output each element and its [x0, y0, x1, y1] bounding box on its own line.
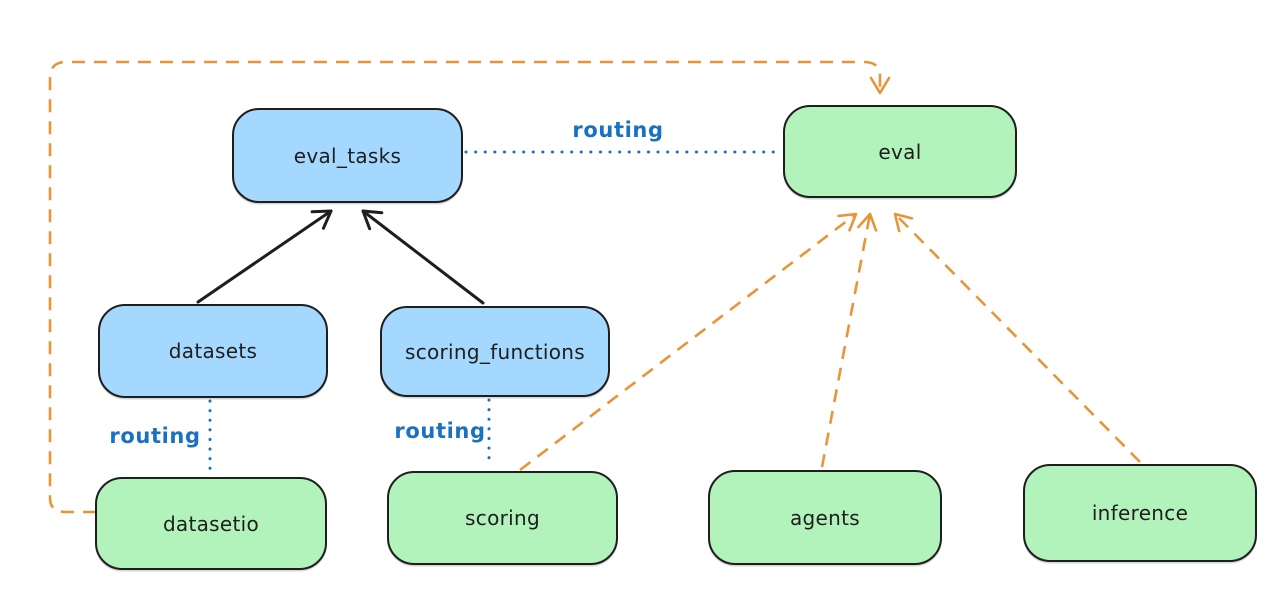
node-agents: agents — [708, 470, 942, 565]
edge-datasets-to-eval-tasks — [196, 209, 333, 304]
node-label: eval — [878, 139, 922, 164]
node-eval-tasks: eval_tasks — [232, 108, 463, 203]
node-label: eval_tasks — [293, 143, 402, 168]
node-label: scoring_functions — [404, 339, 586, 364]
node-inference: inference — [1023, 464, 1257, 562]
node-datasets: datasets — [98, 304, 328, 398]
node-datasetio: datasetio — [95, 477, 327, 570]
node-label: agents — [790, 505, 860, 530]
node-scoring: scoring — [387, 471, 618, 565]
edge-agents-to-eval — [820, 212, 878, 468]
node-label: inference — [1091, 501, 1189, 525]
edge-scoring-functions-to-eval-tasks — [361, 209, 485, 305]
routing-label-eval-tasks-eval: routing — [572, 118, 664, 142]
node-label: datasets — [168, 339, 258, 363]
edge-inference-to-eval — [893, 212, 1141, 463]
node-label: scoring — [465, 506, 540, 530]
node-label: datasetio — [162, 511, 260, 536]
routing-label-datasets-datasetio: routing — [109, 424, 201, 448]
edge-datasetio-to-eval — [48, 60, 891, 514]
node-scoring-functions: scoring_functions — [380, 306, 610, 397]
node-eval: eval — [783, 105, 1017, 198]
routing-label-scoring-functions-scoring: routing — [394, 419, 486, 443]
edge-scoring-to-eval — [519, 212, 858, 472]
